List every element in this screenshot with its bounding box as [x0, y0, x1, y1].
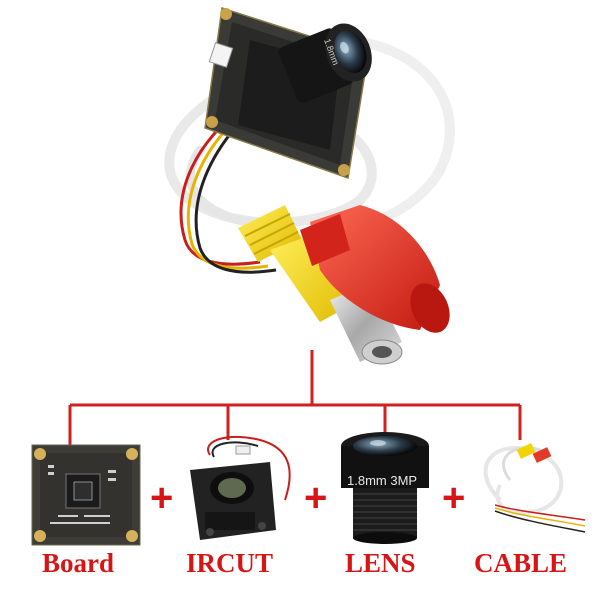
red-dc-connector	[300, 205, 450, 333]
cable-image	[483, 443, 586, 533]
label-ircut: IRCUT	[186, 548, 274, 578]
red-wire	[179, 108, 261, 266]
plus-sign: +	[304, 476, 328, 520]
lens-image	[341, 432, 429, 544]
assembled-camera: 1.8mm	[164, 7, 455, 365]
ircut-image	[190, 435, 291, 540]
board-image	[31, 444, 141, 546]
connector-lines	[68, 350, 522, 445]
black-wire	[194, 112, 277, 274]
label-board: Board	[42, 548, 115, 578]
plus-sign: +	[150, 476, 174, 520]
yellow-wire	[186, 110, 269, 270]
yellow-rca-connector	[238, 205, 403, 365]
camera-lens	[278, 23, 372, 103]
plus-sign: +	[442, 476, 466, 520]
label-cable: CABLE	[474, 548, 568, 578]
lens-marking: 1.8mm 3MP	[347, 473, 418, 488]
label-lens: LENS	[345, 548, 416, 578]
